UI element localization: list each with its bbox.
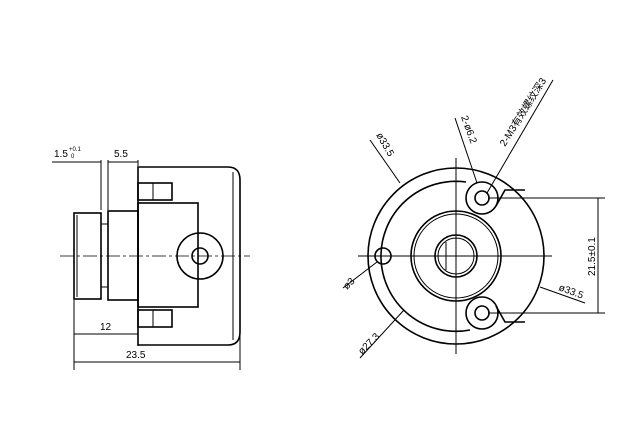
dim-depth-total: 23.5 [126,350,146,361]
mount-hole-top [474,190,490,206]
leader [342,261,378,289]
dim-tolerance-upper: +0.1 [69,147,82,153]
leader [369,139,401,184]
hub [434,234,478,278]
flange-lugs [495,189,525,323]
neck [100,223,109,288]
small-hole [374,247,392,265]
screw-bottom [137,309,173,328]
leader [359,309,405,359]
dim-hole-dia: 2-ø6.2 [458,114,478,145]
cam-circle [176,232,224,280]
screw-top [137,182,173,201]
mount-hole-bottom [474,305,490,321]
middle-ring-inner [413,213,499,299]
inner-block [137,202,199,308]
dim-flange-dia: ø27.3 [356,331,382,357]
cam-hole [191,247,209,265]
leader [539,286,586,304]
collar [107,210,139,301]
dim-outer-dia-right: ø33.5 [557,282,585,301]
flange-outline [380,180,471,333]
front-view: 21.5±0.1 ø33.5 2-ø6.2 2-M3有效螺纹深3 ø3 ø27.… [341,75,605,359]
hub-inner [437,237,475,275]
outer-circle [367,167,545,345]
dim-depth-front: 12 [100,322,112,333]
dim-outer-dia: ø33.5 [373,131,396,159]
dim-tolerance-lower: 0 [71,154,75,160]
middle-ring [410,210,502,302]
side-view: 1.5 +0.1 0 5.5 12 23.5 [52,147,250,370]
leader [486,79,554,194]
thread-note: 2-M3有效螺纹深3 [497,75,550,149]
dim-hole-spacing: 21.5±0.1 [587,237,598,276]
dim-tolerance-base: 1.5 [54,149,68,160]
dim-gap: 5.5 [114,149,128,160]
leader [454,117,478,184]
